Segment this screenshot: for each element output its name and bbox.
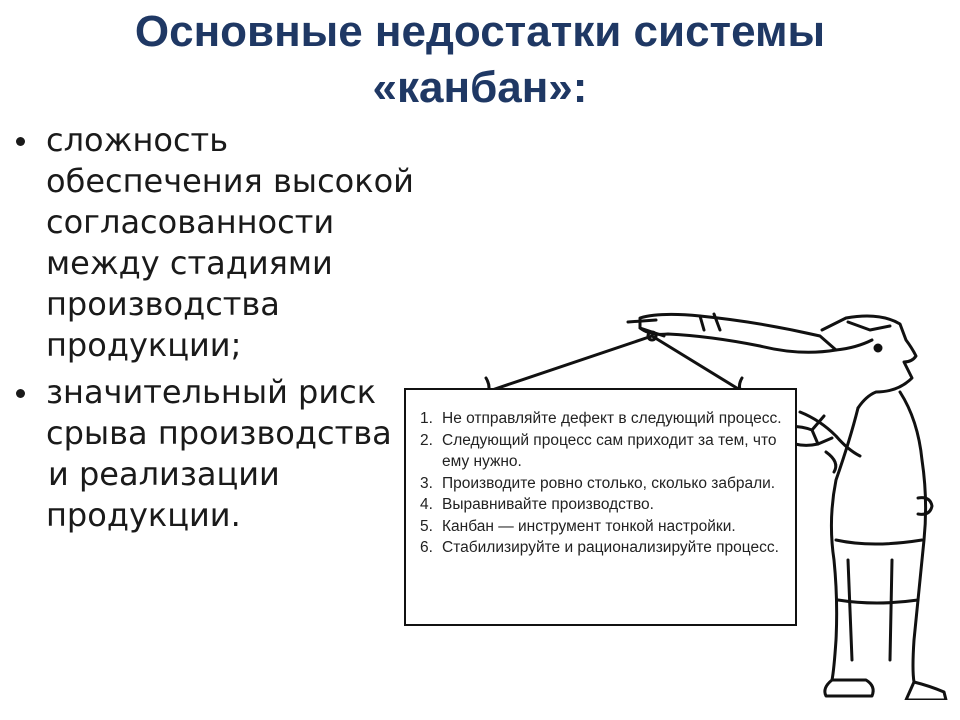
bullet-text-line: между стадиями bbox=[46, 244, 333, 282]
kanban-rules-sign: 1. Не отправляйте дефект в следующий про… bbox=[404, 388, 797, 626]
rule-item: 3. Производите ровно столько, сколько за… bbox=[420, 473, 783, 495]
slide-title: Основные недостатки системы «канбан»: bbox=[0, 4, 960, 116]
bullet-dot-icon bbox=[16, 389, 25, 398]
rule-text: Выравнивайте производство. bbox=[442, 496, 654, 513]
rule-number: 6. bbox=[420, 539, 433, 556]
title-line-2: «канбан»: bbox=[372, 63, 588, 112]
bullet-item-risk: значительный риск срыва производства и р… bbox=[10, 372, 440, 536]
rule-text: Стабилизируйте и рационализируйте процес… bbox=[442, 539, 779, 556]
title-line-1: Основные недостатки системы bbox=[134, 7, 826, 56]
rule-text: Не отправляйте дефект в следующий процес… bbox=[442, 410, 782, 427]
rule-text: Производите ровно столько, сколько забра… bbox=[442, 474, 776, 492]
rule-item: 1. Не отправляйте дефект в следующий про… bbox=[420, 408, 783, 430]
bullet-item-coordination: сложность обеспечения высокой согласован… bbox=[10, 120, 440, 366]
bullet-text-line: продукции. bbox=[46, 496, 241, 534]
rule-number: 3. bbox=[420, 474, 433, 492]
rule-number: 5. bbox=[420, 517, 433, 535]
bullet-text-line: и реализации bbox=[48, 455, 280, 493]
rule-text: Следующий процесс сам приходит за тем, ч… bbox=[442, 431, 777, 471]
rule-number: 2. bbox=[420, 431, 433, 449]
bullet-text-line: согласованности bbox=[46, 203, 335, 241]
pointing-man-illustration bbox=[484, 312, 948, 700]
bullet-list: сложность обеспечения высокой согласован… bbox=[10, 120, 440, 536]
rule-number: 4. bbox=[420, 496, 433, 513]
rule-number: 1. bbox=[420, 410, 433, 427]
rule-item: 4. Выравнивайте производство. bbox=[420, 494, 783, 516]
rule-item: 2. Следующий процесс сам приходит за тем… bbox=[420, 430, 783, 473]
bullet-text-line: значительный риск bbox=[46, 373, 377, 411]
bullet-text-line: продукции; bbox=[46, 326, 242, 364]
bullet-text-line: производства bbox=[46, 285, 280, 323]
rule-text: Канбан — инструмент тонкой настройки. bbox=[442, 517, 736, 535]
bullet-text-line: сложность bbox=[46, 121, 229, 159]
bullet-text-line: обеспечения высокой bbox=[46, 162, 414, 200]
rule-item: 6. Стабилизируйте и рационализируйте про… bbox=[420, 537, 783, 559]
bullet-text-line: срыва производства bbox=[46, 414, 392, 452]
rule-item: 5. Канбан — инструмент тонкой настройки. bbox=[420, 516, 783, 538]
bullet-dot-icon bbox=[16, 137, 25, 146]
